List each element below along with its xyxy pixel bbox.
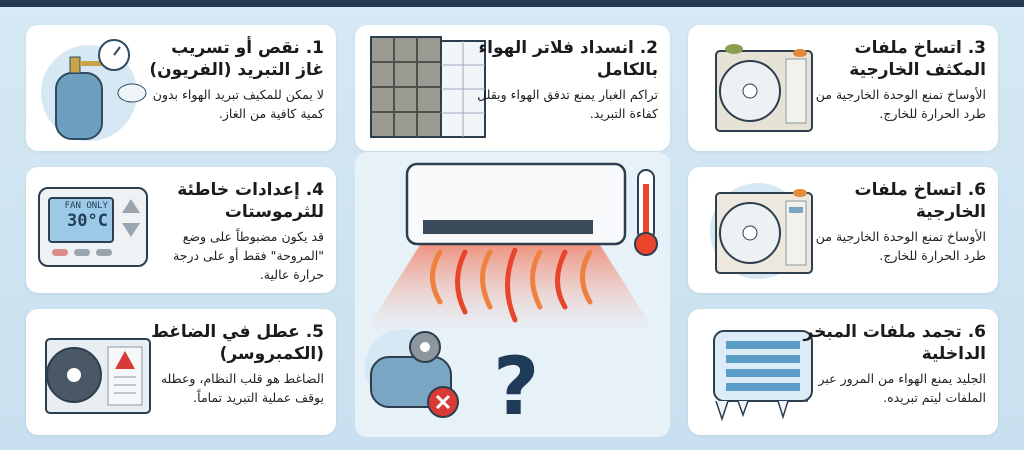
split-ac-unit-icon bbox=[405, 162, 627, 246]
card-description: الضاغط هو قلب النظام، وعطله يوقف عملية ا… bbox=[160, 371, 324, 405]
card-description: الأوساخ تمنع الوحدة الخارجية من طرد الحر… bbox=[815, 229, 986, 263]
card-title: 6. تجمد ملفات المبخر الداخلية bbox=[803, 322, 986, 364]
center-illustration: ? bbox=[355, 152, 670, 437]
card-title: 4. إعدادات خاطئة للثرموستات bbox=[177, 180, 324, 222]
top-bar bbox=[0, 0, 1024, 7]
card-frozen-evaporator: 6. تجمد ملفات المبخر الداخلية الجليد يمن… bbox=[688, 309, 998, 435]
card-description: الجليد يمنع الهواء من المرور عبر الملفات… bbox=[818, 371, 987, 405]
card-title: 3. اتساخ ملفات المكثف الخارجية bbox=[849, 38, 986, 80]
dirty-air-filter-icon bbox=[370, 36, 486, 138]
question-mark-icon: ? bbox=[493, 340, 539, 433]
dirty-outdoor-unit-icon bbox=[715, 44, 813, 132]
hot-air-arrows-icon bbox=[430, 247, 593, 323]
card-refrigerant-leak: 1. نقص أو تسريب غاز التبريد (الفريون) لا… bbox=[26, 25, 336, 151]
thermometer-icon bbox=[634, 169, 658, 256]
button-icon bbox=[96, 249, 112, 256]
card-description: قد يكون مضبوطاً على وضع "المروحة" فقط أو… bbox=[173, 229, 324, 282]
thermostat-icon: FAN ONLY 30°C bbox=[38, 187, 148, 267]
card-thermostat: FAN ONLY 30°C 4. إعدادات خاطئة للثرموستا… bbox=[26, 167, 336, 293]
card-title: 2. انسداد فلاتر الهواء بالكامل bbox=[478, 38, 658, 80]
card-condenser-coils: 3. اتساخ ملفات المكثف الخارجية الأوساخ ت… bbox=[688, 25, 998, 151]
card-compressor: 5. عطل في الضاغط (الكمبروسر) الضاغط هو ق… bbox=[26, 309, 336, 435]
button-icon bbox=[74, 249, 90, 256]
gas-cylinder-gauge-icon bbox=[41, 39, 147, 141]
card-title: 5. عطل في الضاغط (الكمبروسر) bbox=[151, 322, 324, 364]
card-description: تراكم الغبار يمنع تدفق الهواء ويقلل كفاء… bbox=[477, 87, 658, 121]
dirty-outdoor-unit-icon bbox=[710, 183, 813, 279]
compressor-warning-icon bbox=[45, 338, 151, 414]
card-title: 6. اتساخ ملفات الخارجية bbox=[854, 180, 986, 222]
card-outdoor-coils: 6. اتساخ ملفات الخارجية الأوساخ تمنع الو… bbox=[688, 167, 998, 293]
down-arrow-icon bbox=[122, 223, 140, 237]
card-air-filter: 2. انسداد فلاتر الهواء بالكامل تراكم الغ… bbox=[355, 25, 670, 151]
card-description: لا يمكن للمكيف تبريد الهواء بدون كمية كا… bbox=[152, 87, 324, 121]
button-icon bbox=[52, 249, 68, 256]
frozen-coil-icon bbox=[713, 330, 813, 422]
broken-compressor-icon bbox=[365, 329, 459, 418]
up-arrow-icon bbox=[122, 199, 140, 213]
card-description: الأوساخ تمنع الوحدة الخارجية من طرد الحر… bbox=[815, 87, 986, 121]
thermostat-display: FAN ONLY 30°C bbox=[48, 197, 114, 243]
card-title: 1. نقص أو تسريب غاز التبريد (الفريون) bbox=[149, 38, 324, 80]
